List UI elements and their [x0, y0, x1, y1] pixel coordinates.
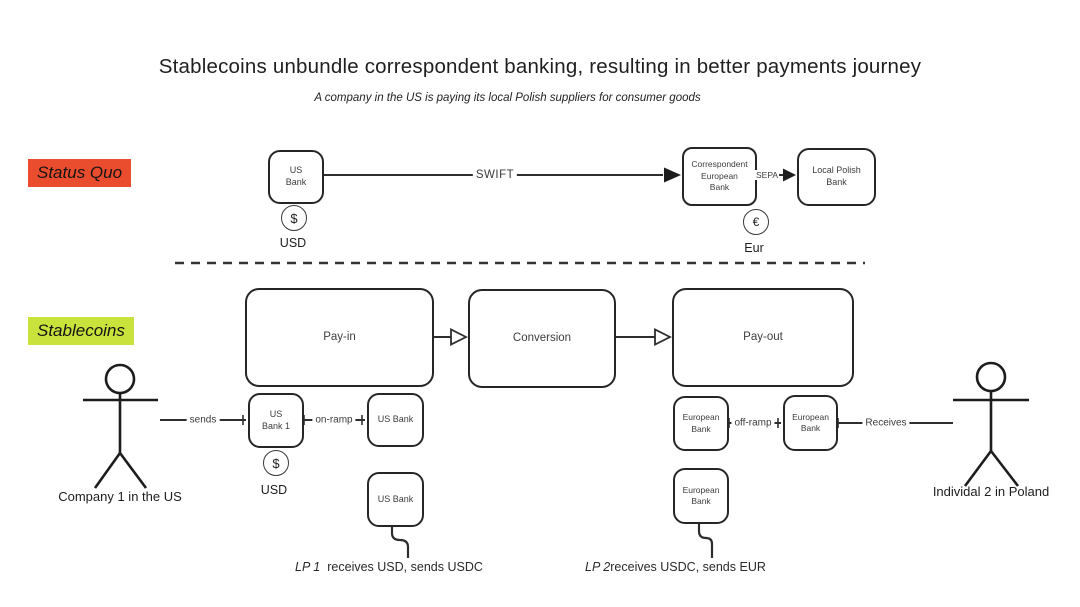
lp2-name: LP 2 — [585, 560, 611, 574]
lp1-desc: receives USD, sends USDC — [327, 560, 483, 574]
usd-label: USD — [279, 236, 307, 250]
sepa-label: SEPA — [754, 170, 780, 180]
onramp-label: on-ramp — [312, 414, 356, 426]
conversion-node: Conversion — [468, 289, 616, 388]
payout-node: Pay-out — [672, 288, 854, 387]
dollar-icon: $ — [281, 205, 307, 231]
dollar-icon: $ — [263, 450, 289, 476]
payout-arrowhead — [654, 328, 673, 346]
lp2-connector — [697, 520, 714, 558]
us-bank-1-node: US Bank 1 — [248, 393, 304, 448]
us-bank-lp-node: US Bank — [367, 393, 424, 447]
payin-node: Pay-in — [245, 288, 434, 387]
swift-arrowhead — [664, 167, 681, 183]
sends-label: sends — [186, 414, 220, 426]
page-subtitle: A company in the US is paying its local … — [314, 92, 701, 104]
receives-label: Receives — [862, 417, 910, 429]
usd-label: USD — [260, 483, 288, 497]
stablecoins-tag: Stablecoins — [28, 317, 134, 345]
european-bank-b-node: European Bank — [783, 395, 838, 451]
lp1-caption: LP 1 receives USD, sends USDC — [295, 560, 483, 574]
sepa-arrowhead — [783, 168, 796, 182]
lp2-caption: LP 2receives USDC, sends EUR — [585, 560, 766, 574]
offramp-label: off-ramp — [731, 417, 775, 429]
us-bank-lp1-node: US Bank — [367, 472, 424, 527]
status-quo-tag: Status Quo — [28, 159, 132, 187]
stick-figure-company — [83, 363, 158, 489]
european-bank-a-node: European Bank — [673, 396, 729, 451]
correspondent-european-bank-node: Correspondent European Bank — [682, 147, 757, 206]
lp1-name: LP 1 — [295, 560, 321, 574]
us-bank-node: US Bank — [268, 150, 324, 204]
page-title: Stablecoins unbundle correspondent banki… — [158, 55, 922, 78]
company-label: Company 1 in the US — [58, 489, 182, 504]
payin-arrowhead — [450, 328, 469, 346]
stick-figure-individual — [953, 361, 1029, 487]
lp1-connector — [390, 523, 410, 558]
eur-label: Eur — [744, 241, 764, 255]
lp2-desc: receives USDC, sends EUR — [610, 560, 766, 574]
individual-label: Individal 2 in Poland — [932, 484, 1050, 499]
euro-icon: € — [743, 209, 769, 235]
swift-label: SWIFT — [472, 169, 518, 181]
european-bank-lp2-node: European Bank — [673, 468, 729, 524]
local-polish-bank-node: Local Polish Bank — [797, 148, 876, 206]
